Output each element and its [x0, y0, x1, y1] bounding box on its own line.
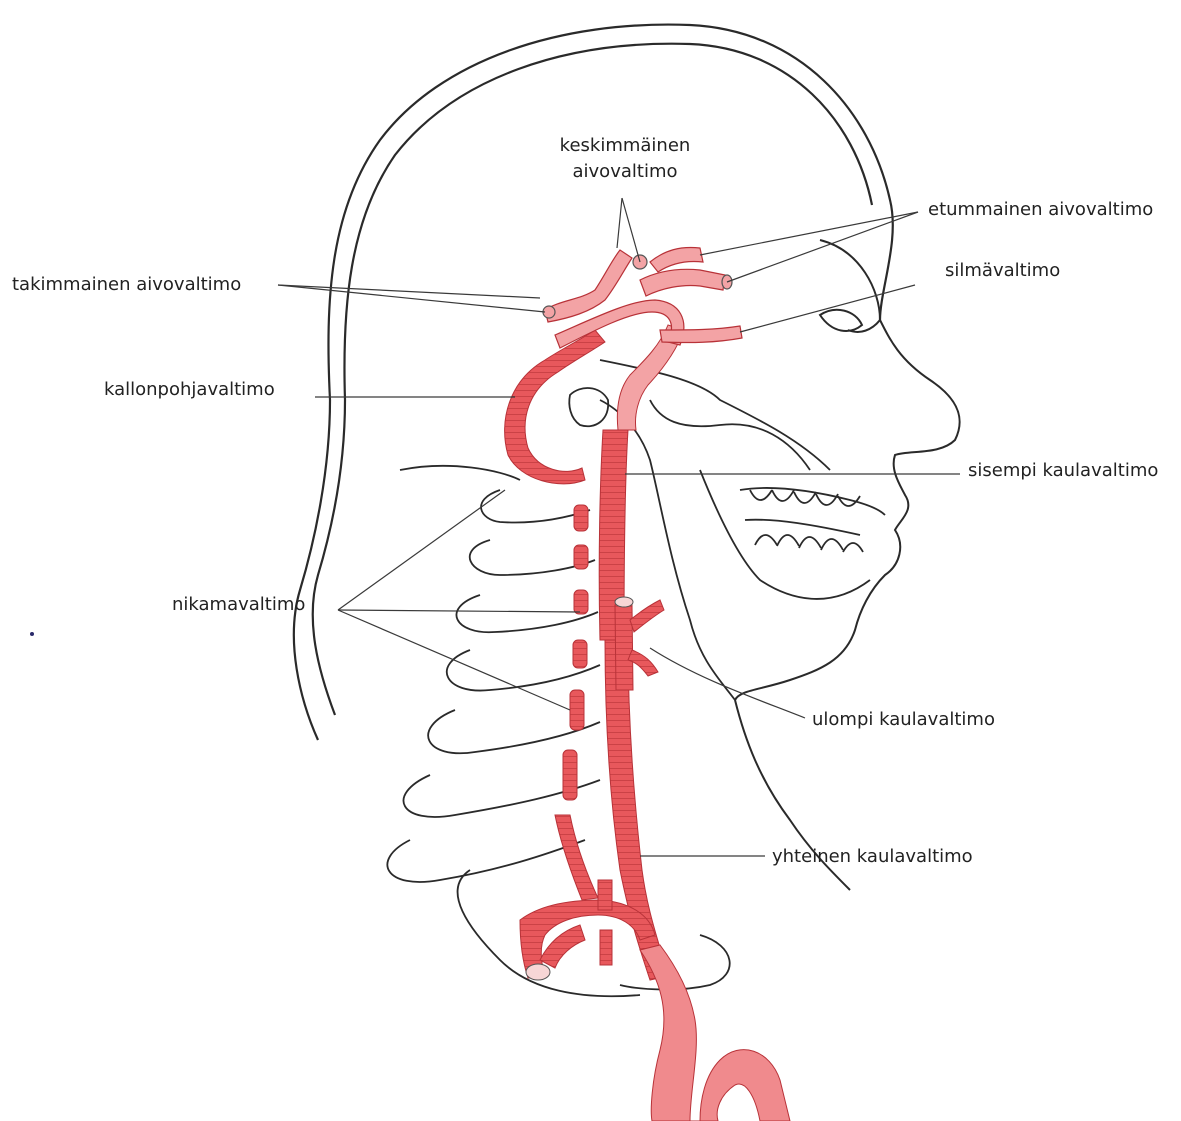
label-middle-cerebral-line1: keskimmäinen [540, 133, 710, 159]
face-profile [735, 240, 960, 890]
leader-vertebral-c [338, 610, 570, 710]
label-middle-cerebral-line2: aivovaltimo [540, 159, 710, 185]
leader-anterior-cerebral-a [700, 212, 918, 255]
label-middle-cerebral-artery: keskimmäinen aivovaltimo [540, 133, 710, 185]
leader-middle-cerebral-b [622, 198, 640, 262]
label-basilar-artery: kallonpohjavaltimo [104, 377, 275, 403]
label-posterior-cerebral-artery: takimmainen aivovaltimo [12, 272, 241, 298]
internal-carotid-artery [599, 325, 684, 640]
leader-anterior-cerebral-b [727, 212, 918, 282]
leader-posterior-cerebral-b [278, 285, 540, 298]
aorta-descending [640, 945, 790, 1121]
label-internal-carotid-artery: sisempi kaulavaltimo [968, 458, 1158, 484]
label-vertebral-artery: nikamavaltimo [172, 592, 305, 618]
basilar-artery [505, 330, 605, 484]
label-external-carotid-artery: ulompi kaulavaltimo [812, 707, 995, 733]
external-carotid-artery [615, 597, 664, 690]
label-anterior-cerebral-artery: etummainen aivovaltimo [928, 197, 1153, 223]
leader-posterior-cerebral-a [278, 285, 545, 312]
lower-teeth [755, 535, 863, 552]
label-ophthalmic-artery: silmävaltimo [945, 258, 1060, 284]
leader-middle-cerebral-a [617, 198, 622, 248]
stray-dot [30, 632, 34, 636]
leader-vertebral-b [338, 610, 580, 612]
leader-vertebral-a [338, 490, 505, 610]
cerebral-arteries [543, 248, 742, 348]
vertebral-artery [555, 505, 598, 900]
skull-outline [400, 360, 885, 700]
head-outline [294, 25, 893, 740]
label-common-carotid-artery: yhteinen kaulavaltimo [772, 844, 973, 870]
